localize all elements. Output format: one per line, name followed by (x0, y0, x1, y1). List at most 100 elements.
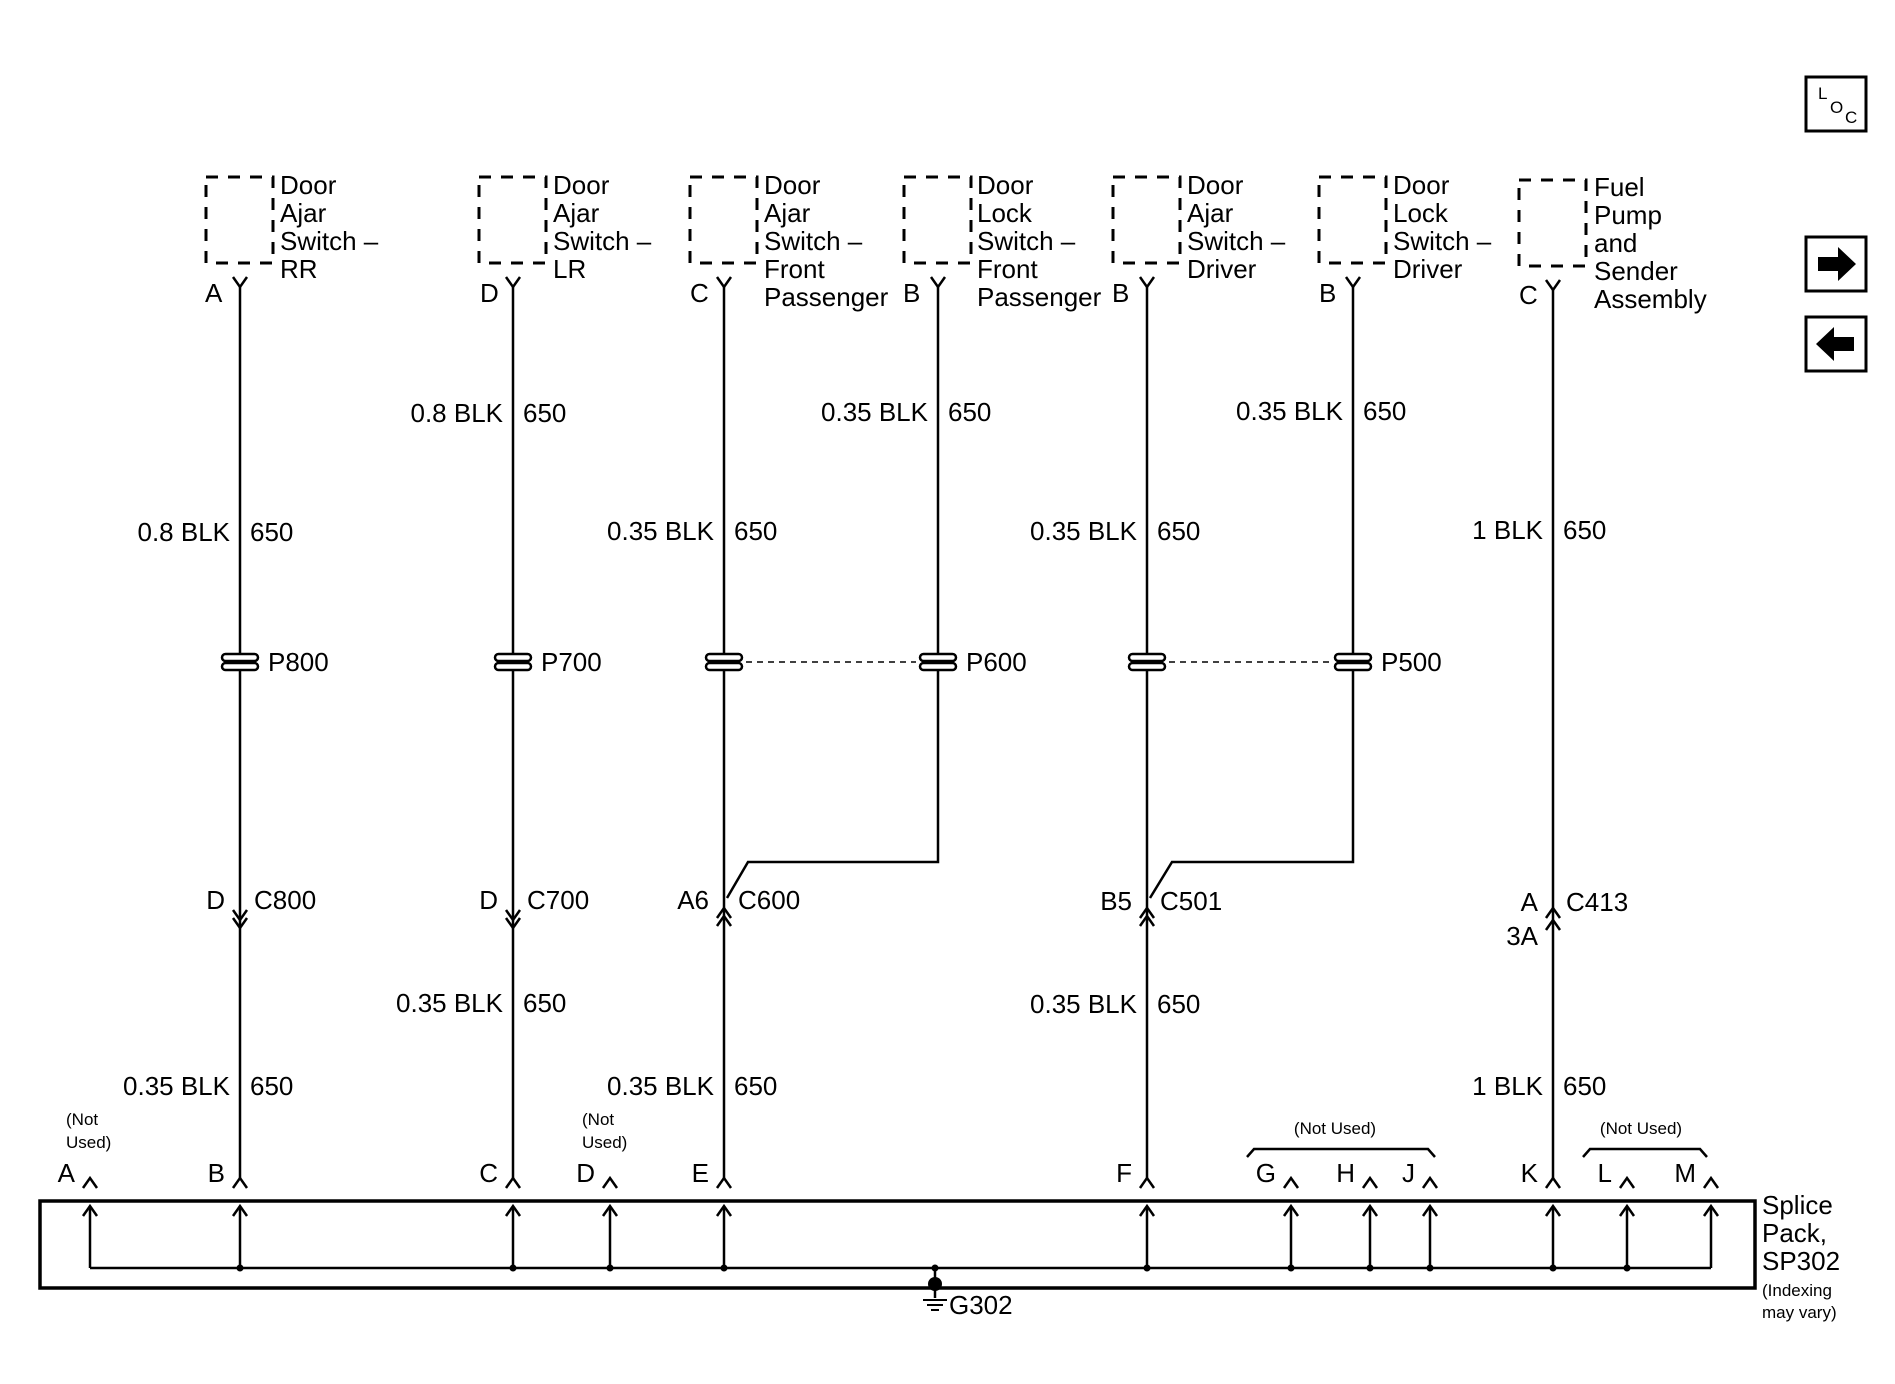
pack-pin-label: L (1598, 1158, 1612, 1188)
component-label: Door (1393, 170, 1450, 200)
connector-label: C800 (254, 885, 316, 915)
pack-pin-label: B (208, 1158, 225, 1188)
component-label: and (1594, 228, 1637, 258)
splice-label: P500 (1381, 647, 1442, 677)
wire-circuit: 650 (1363, 396, 1406, 426)
loc-letter-l: L (1818, 84, 1827, 103)
pin-label: B (903, 278, 920, 308)
connector-c800: D C800 (206, 885, 316, 931)
pin-label: B (1112, 278, 1129, 308)
not-used-note: (Not Used) (1294, 1119, 1376, 1138)
component-door-ajar-switch-lr: Door Ajar Switch – LR D (477, 170, 652, 308)
component-label: Ajar (553, 198, 600, 228)
wire-circuit: 650 (250, 1071, 293, 1101)
connector-pin: B5 (1100, 886, 1132, 916)
splice-label: P600 (966, 647, 1027, 677)
connector-pin: D (479, 885, 498, 915)
component-label: Lock (977, 198, 1033, 228)
component-label: Fuel (1594, 172, 1645, 202)
splice-p800: P800 (220, 647, 329, 677)
component-label: Switch – (553, 226, 652, 256)
wire-gauge: 0.35 BLK (396, 988, 504, 1018)
component-label: Switch – (1187, 226, 1286, 256)
splice-pack-label: SP302 (1762, 1246, 1840, 1276)
not-used-note: (Not (582, 1110, 614, 1129)
pin-label: D (480, 278, 499, 308)
not-used-note: (Not Used) (1600, 1119, 1682, 1138)
splice-p700: P700 (493, 647, 602, 677)
component-label: Driver (1187, 254, 1257, 284)
not-used-note: Used) (66, 1133, 111, 1152)
loc-letter-c: C (1845, 108, 1857, 127)
component-label: Assembly (1594, 284, 1707, 314)
component-label: Passenger (977, 282, 1102, 312)
wire-gauge: 0.35 BLK (607, 516, 715, 546)
component-label: Door (553, 170, 610, 200)
component-door-ajar-switch-rr: Door Ajar Switch – RR A (204, 170, 379, 308)
ground-icon-label: G302 (949, 1290, 1013, 1320)
previous-page-button[interactable] (1804, 315, 1868, 373)
connector-label: C413 (1566, 887, 1628, 917)
wire-circuit: 650 (1563, 1071, 1606, 1101)
wire-circuit: 650 (1157, 989, 1200, 1019)
splice-p600: P600 (704, 647, 1027, 677)
component-label: Pump (1594, 200, 1662, 230)
pack-pin-label: H (1336, 1158, 1355, 1188)
wire-gauge: 0.35 BLK (1030, 989, 1138, 1019)
wire-circuit: 650 (250, 517, 293, 547)
connector-label: C600 (738, 885, 800, 915)
wire-circuit: 650 (734, 516, 777, 546)
component-fuel-pump-sender-assembly: Fuel Pump and Sender Assembly C (1517, 172, 1707, 314)
component-label: Ajar (280, 198, 327, 228)
wire-circuit: 650 (1563, 515, 1606, 545)
splice-label: P700 (541, 647, 602, 677)
wire-circuit: 650 (948, 397, 991, 427)
connector-pin: 3A (1506, 921, 1538, 951)
component-label: Door (1187, 170, 1244, 200)
connector-pin: A6 (677, 885, 709, 915)
pack-pin-label: D (576, 1158, 595, 1188)
not-used-note: (Not (66, 1110, 98, 1129)
wire-gauge: 0.8 BLK (137, 517, 230, 547)
component-label: Door (977, 170, 1034, 200)
component-label: Door (280, 170, 337, 200)
arrow-right-icon (1818, 247, 1856, 281)
wire-circuit: 650 (1157, 516, 1200, 546)
not-used-note: Used) (582, 1133, 627, 1152)
component-door-ajar-switch-front-passenger: Door Ajar Switch – Front Passenger C (688, 170, 889, 312)
wire-gauge: 0.35 BLK (123, 1071, 231, 1101)
wire-gauge: 0.35 BLK (1030, 516, 1138, 546)
component-label: Ajar (1187, 198, 1234, 228)
component-door-ajar-switch-driver: Door Ajar Switch – Driver B (1111, 170, 1286, 308)
pack-pin-label: C (479, 1158, 498, 1188)
pin-label: C (1519, 280, 1538, 310)
component-label: Switch – (1393, 226, 1492, 256)
pack-pin-label: E (692, 1158, 709, 1188)
arrow-left-icon (1816, 327, 1854, 361)
next-page-button[interactable] (1804, 235, 1868, 293)
connector-label: C700 (527, 885, 589, 915)
pack-pin-label: A (58, 1158, 76, 1188)
component-locator-button[interactable]: L O C (1804, 75, 1868, 133)
connector-c600: A6 C600 (677, 885, 800, 927)
connector-c501: B5 C501 (1100, 886, 1222, 927)
component-label: Driver (1393, 254, 1463, 284)
connector-c700: D C700 (479, 885, 589, 931)
pack-pin-label: F (1116, 1158, 1132, 1188)
pack-pin-label: J (1402, 1158, 1415, 1188)
wire-gauge: 1 BLK (1472, 515, 1543, 545)
component-label: LR (553, 254, 586, 284)
component-label: Switch – (764, 226, 863, 256)
pack-pin-label: G (1256, 1158, 1276, 1188)
component-label: Front (977, 254, 1038, 284)
component-label: Sender (1594, 256, 1678, 286)
wire-gauge: 0.8 BLK (410, 398, 503, 428)
connector-pin: D (206, 885, 225, 915)
wire-circuit: 650 (523, 988, 566, 1018)
component-label: Switch – (280, 226, 379, 256)
component-door-lock-switch-driver: Door Lock Switch – Driver B (1317, 170, 1492, 308)
component-label: Passenger (764, 282, 889, 312)
pin-label: C (690, 278, 709, 308)
terminal-chevrons (231, 276, 1562, 293)
